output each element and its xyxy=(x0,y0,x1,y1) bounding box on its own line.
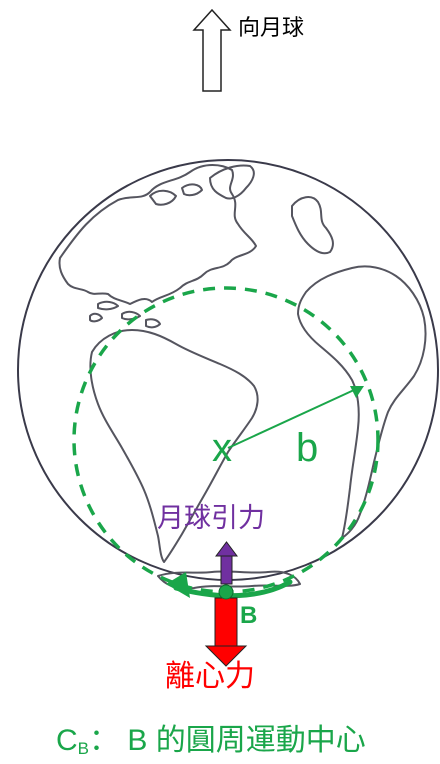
south-america-outline xyxy=(89,329,259,563)
moon-gravity-arrow xyxy=(215,541,238,585)
to-moon-label: 向月球 xyxy=(238,16,305,41)
centrifugal-force-arrow xyxy=(204,597,248,667)
antarctica-outline xyxy=(157,570,301,590)
arctic-islands-outline xyxy=(149,183,203,206)
caption-c: C xyxy=(56,724,78,757)
radius-label: b xyxy=(296,426,319,470)
africa-outline xyxy=(297,265,427,539)
motion-direction-arrow xyxy=(166,572,293,599)
point-b-label: B xyxy=(240,602,258,629)
earth-globe xyxy=(17,159,439,590)
moon-gravity-label: 月球引力 xyxy=(157,503,265,534)
north-america-outline xyxy=(58,164,257,305)
center-mark-label: x xyxy=(212,426,232,470)
radius-arrow xyxy=(227,386,364,449)
europe-outline xyxy=(291,196,334,255)
caption-text: ： B 的圓周運動中心 xyxy=(89,724,366,757)
greenland-outline xyxy=(209,164,255,200)
caribbean-islands-outline xyxy=(89,300,161,329)
caption: CB： B 的圓周運動中心 xyxy=(56,724,366,758)
caption-subscript: B xyxy=(77,739,90,758)
point-b-marker xyxy=(218,584,234,600)
moon-direction-arrow-icon xyxy=(192,8,232,92)
centrifugal-force-label: 離心力 xyxy=(165,659,255,694)
